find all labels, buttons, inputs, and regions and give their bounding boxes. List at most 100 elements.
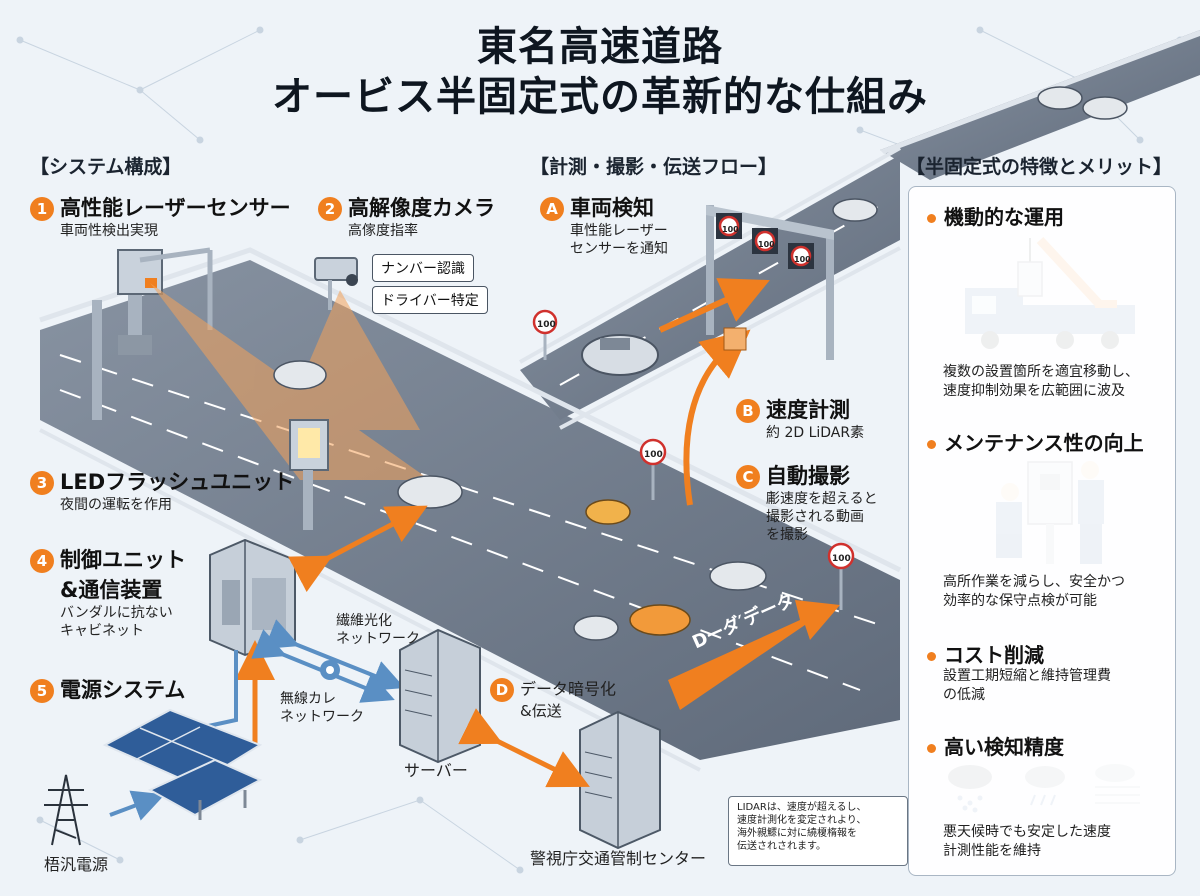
- gantry-sign-text: 100: [758, 240, 775, 249]
- merit-title-text: コスト削減: [944, 643, 1044, 667]
- merit-title-accuracy: 高い検知精度: [927, 731, 1064, 760]
- power-pylon-icon: [44, 774, 88, 846]
- merit-desc-cost: 設置工期短縮と維持管理費 の低減: [943, 667, 1111, 705]
- flow-title: 自動撮影: [766, 464, 850, 488]
- merit-desc-line: の低減: [943, 687, 985, 703]
- page-title: 東名高速道路 オービス半固定式の革新的な仕組み: [0, 22, 1200, 122]
- merit-desc-line: 設置工期短縮と維持管理費: [943, 668, 1111, 684]
- number-badge: 2: [318, 197, 342, 221]
- wireless-network-label: 無線カレ ネットワーク: [280, 690, 364, 726]
- gantry-sign-text: 100: [794, 255, 811, 264]
- flow-subtitle: 車性能レーザー: [570, 223, 668, 239]
- flow-title: データ暗号化: [520, 679, 617, 699]
- wireless-label-line-1: 無線カレ: [280, 691, 336, 707]
- bullet-dot: [927, 214, 936, 223]
- flow-subtitle: 㣑速度を超えると: [766, 491, 878, 507]
- bullet-dot: [927, 652, 936, 661]
- server-rack: [399, 628, 481, 764]
- flow-subtitle-2: センサーを通知: [570, 241, 668, 257]
- car-white-large: [581, 334, 659, 376]
- number-badge: 5: [30, 679, 54, 703]
- merit-title-maintenance: メンテナンス性の向上: [927, 427, 1144, 456]
- tag-plate-recognition: ナンバー認識: [372, 254, 474, 282]
- flow-subtitle-2: 撮影される動画: [766, 509, 864, 525]
- merit-desc-line: 速度抑制効果を広範囲に波及: [943, 383, 1125, 399]
- data-transfer-arrow: [668, 600, 840, 710]
- speed-sign-text: 100: [832, 554, 851, 564]
- merits-panel: 機動的な運用 複数の設置箇所を適宜移動し、 速度抑制効果を広範囲に波及 メンテナ…: [908, 186, 1176, 876]
- speed-sign-text: 100: [537, 320, 556, 330]
- note-line: 海外親鰥に対に繞榎楕報を: [737, 828, 857, 839]
- bullet-dot: [927, 744, 936, 753]
- merit-desc-line: 効率的な保守点検が可能: [943, 593, 1097, 609]
- number-badge: 1: [30, 197, 54, 221]
- lidar-box: [723, 327, 747, 351]
- tag-driver-identification: ドライバー特定: [372, 286, 488, 314]
- merit-desc-accuracy: 悪天候時でも安定した速度 計測性能を維持: [943, 823, 1111, 861]
- control-cabinet: [209, 538, 296, 657]
- component-subtitle: 夜間の運転を作用: [60, 497, 172, 513]
- flow-title: 速度計測: [766, 398, 850, 422]
- component-title: 高解像度カメラ: [348, 196, 495, 220]
- letter-badge: C: [736, 465, 760, 489]
- flow-subtitle-3: を撮影: [766, 527, 808, 543]
- merit-title-text: 高い検知精度: [944, 735, 1064, 759]
- component-title: 高性能レーザーセンサー: [60, 196, 291, 220]
- wireless-icon: [320, 660, 340, 680]
- component-title: 制御ユニット: [60, 548, 186, 572]
- note-line: LIDARは、速度が超えるし、: [737, 802, 867, 813]
- merit-desc-line: 高所作業を減らし、安全かつ: [943, 574, 1125, 590]
- component-title: 電源システム: [60, 678, 186, 702]
- camera-unit: [314, 257, 358, 310]
- tall-pole-left: [92, 300, 102, 420]
- server-center-arrow: [458, 708, 590, 788]
- speed-signs: [532, 309, 855, 610]
- fiber-label-line-1: 繊維光化: [336, 613, 392, 629]
- lidar-note-box: LIDARは、速度が超えるし、 速度計測化を変定されより、 海外親鰥に対に繞榎楕…: [728, 796, 908, 866]
- distant-highway: [880, 30, 1200, 180]
- flow-subtitle: &伝送: [520, 702, 562, 720]
- merit-desc-line: 悪天候時でも安定した速度: [943, 824, 1111, 840]
- control-center-label: 警視庁交通管制センター: [530, 849, 707, 868]
- fiber-label-line-2: ネットワーク: [336, 631, 420, 647]
- component-title-2: &通信装置: [60, 578, 163, 602]
- wireless-label-line-2: ネットワーク: [280, 709, 364, 725]
- note-line: 速度計測化を変定されより、: [737, 815, 867, 826]
- merit-desc-mobility: 複数の設置箇所を適宜移動し、 速度抑制効果を広範囲に波及: [943, 363, 1139, 401]
- section-system-header: 【システム構成】: [30, 156, 182, 178]
- merit-title-cost: コスト削減: [927, 639, 1044, 668]
- merit-title-mobility: 機動的な運用: [927, 201, 1064, 230]
- note-line: 伝送されされます。: [737, 841, 826, 852]
- overhead-gantry: [706, 205, 834, 360]
- section-flow-header: 【計測・撮影・伝送フロー】: [530, 156, 778, 178]
- title-line-1: 東名高速道路: [477, 24, 723, 70]
- flow-arrows: [658, 278, 770, 506]
- letter-badge: B: [736, 399, 760, 423]
- component-subtitle: 車両性検出実現: [60, 223, 158, 239]
- merit-desc-line: 複数の設置箇所を適宜移動し、: [943, 364, 1139, 380]
- power-source-label: 梧汎電源: [44, 855, 109, 874]
- control-center-server: [579, 710, 661, 850]
- gantry-sign-text: 100: [722, 225, 739, 234]
- component-subtitle-2: キャビネット: [60, 623, 144, 639]
- bullet-dot: [927, 440, 936, 449]
- fiber-network-label: 繊維光化 ネットワーク: [336, 612, 420, 648]
- number-badge: 4: [30, 549, 54, 573]
- flow-title: 車両検知: [570, 196, 654, 220]
- merit-desc-maintenance: 高所作業を減らし、安全かつ 効率的な保守点検が可能: [943, 573, 1125, 611]
- vehicles: [273, 86, 1128, 641]
- title-line-2: オービス半固定式の革新的な仕組み: [272, 74, 928, 120]
- component-subtitle: バンダルに抗ない: [60, 605, 173, 621]
- letter-badge: A: [540, 197, 564, 221]
- solar-panels: [102, 708, 263, 820]
- led-flash-unit: [289, 419, 329, 530]
- server-label: サーバー: [404, 761, 468, 780]
